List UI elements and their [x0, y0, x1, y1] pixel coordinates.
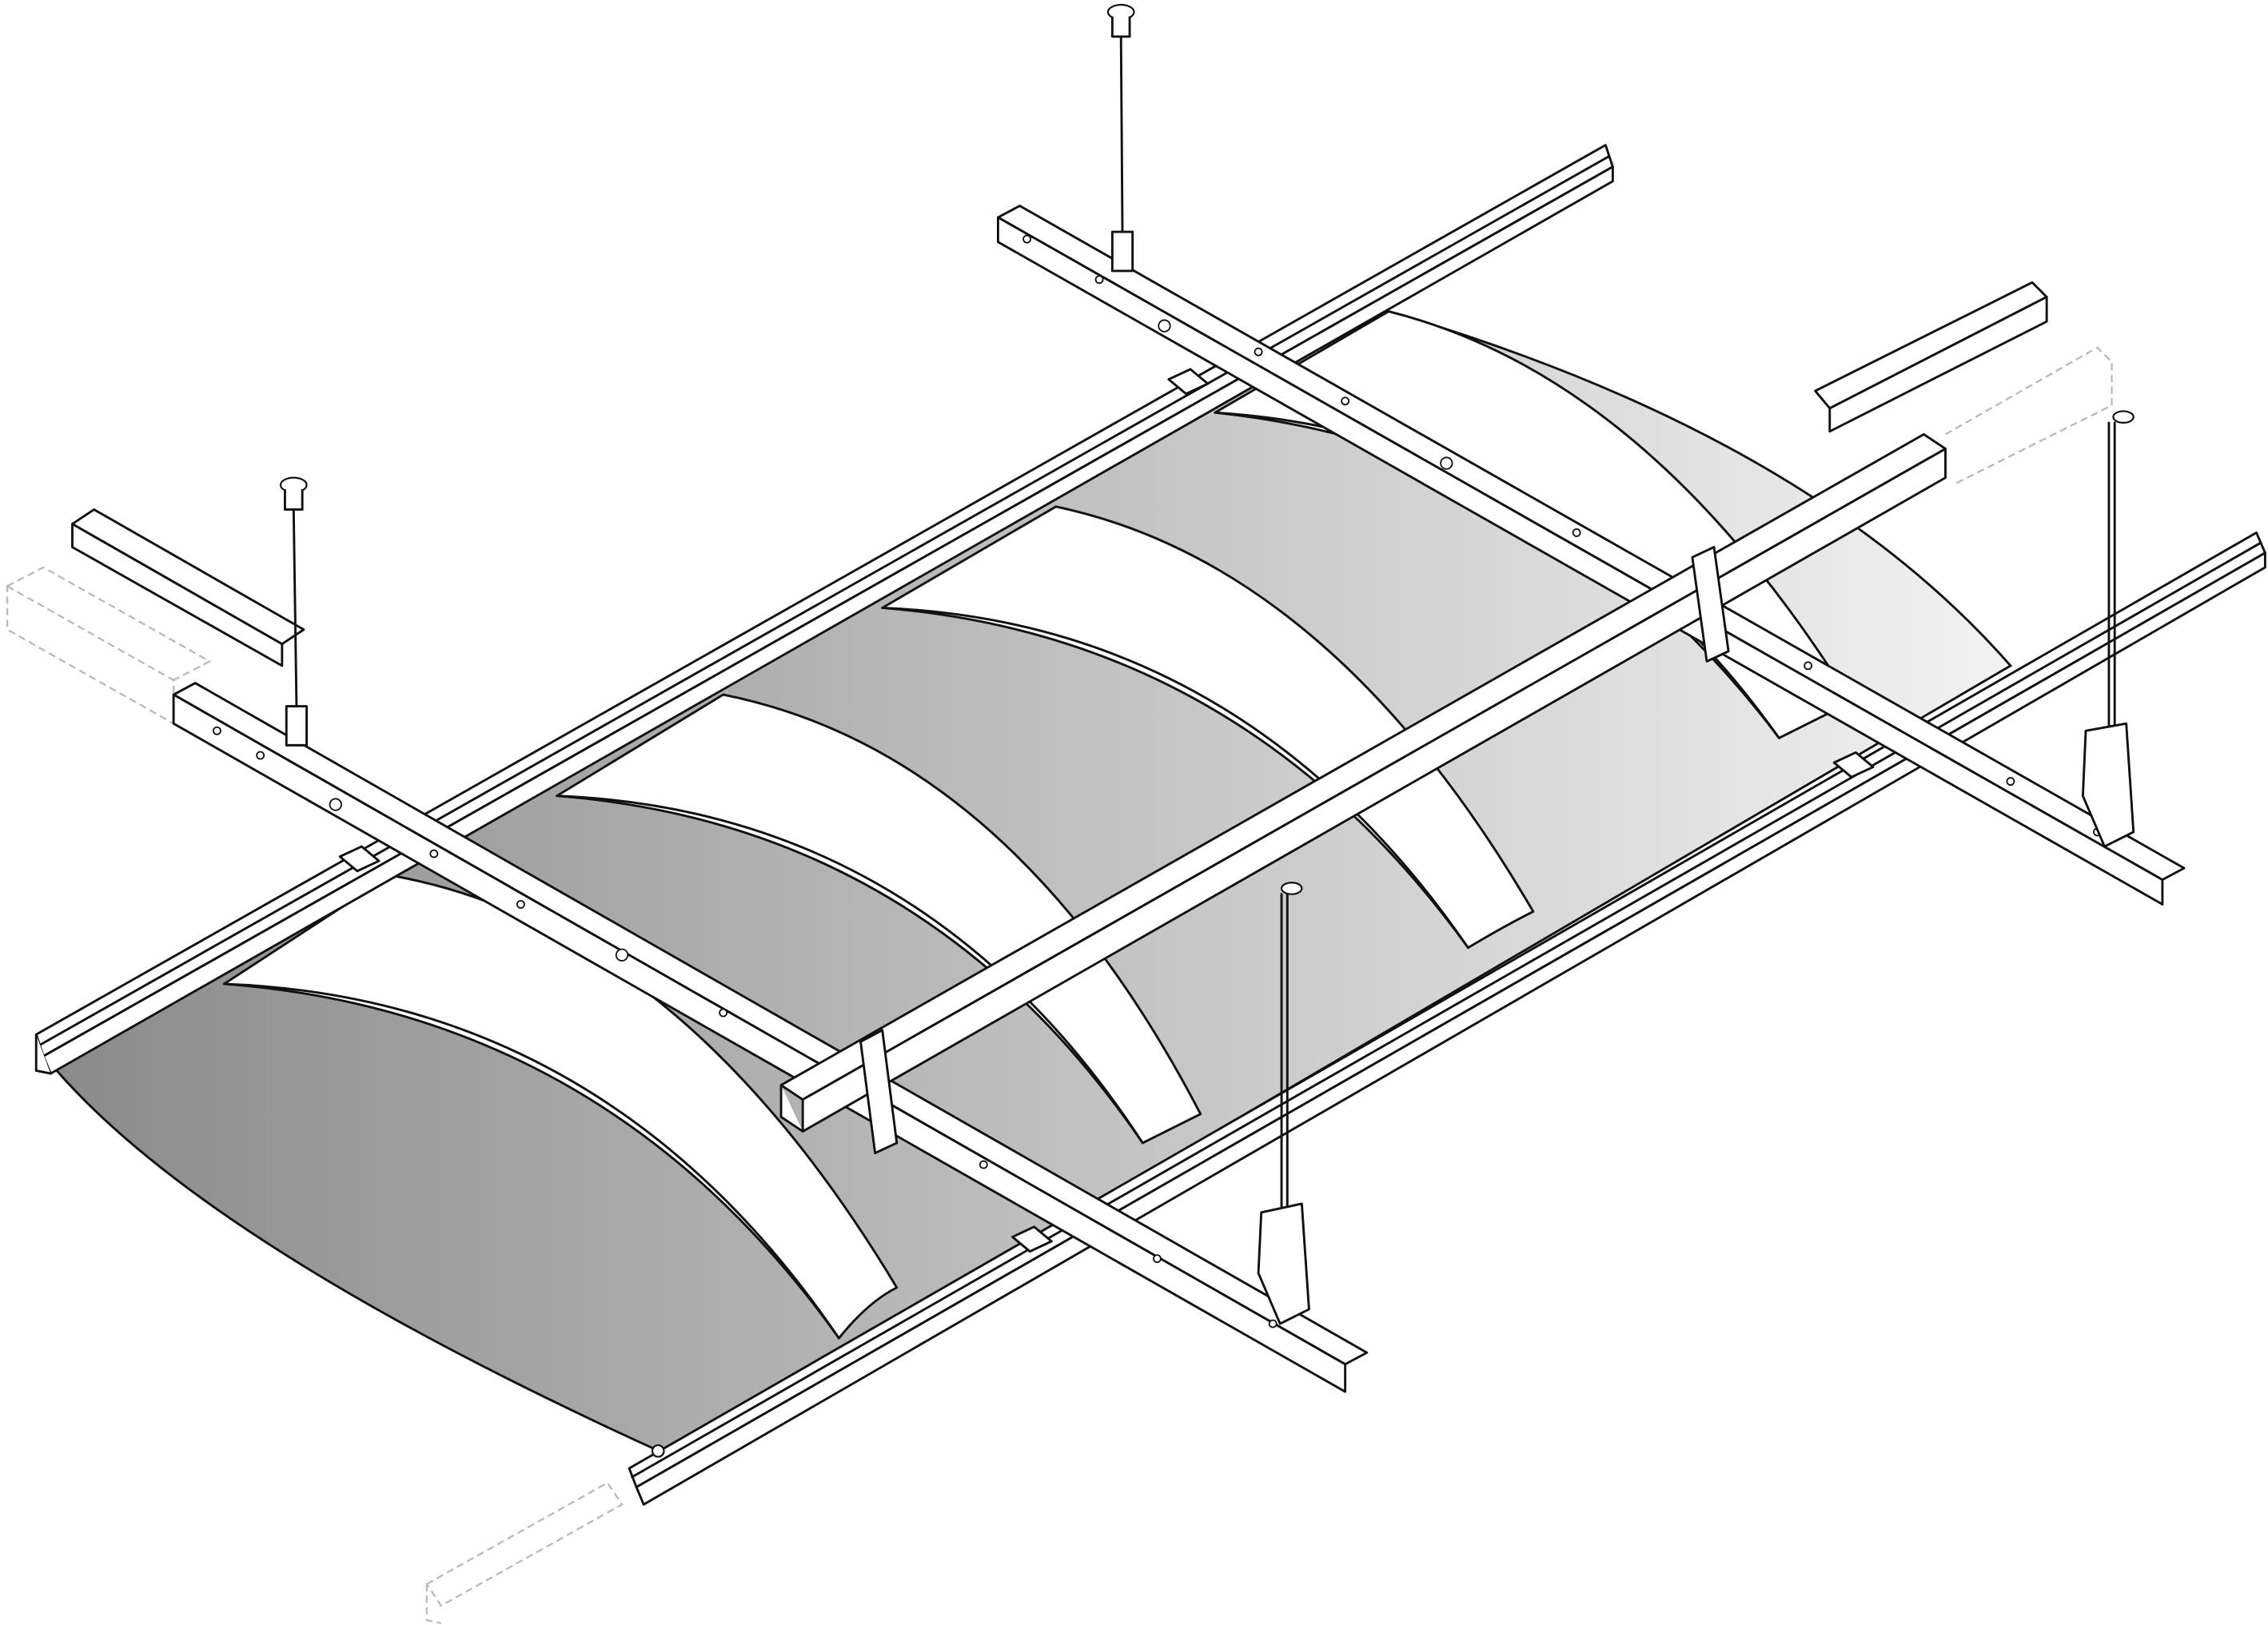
- wall-bracket-left: [71, 508, 305, 667]
- rail-end-pin: [651, 1444, 665, 1458]
- panel-strip: [881, 505, 1535, 950]
- rail-clips: [338, 368, 1875, 1253]
- ghost-connector-right: [1944, 346, 2113, 486]
- rod-hanger-front: [1257, 882, 1310, 1325]
- carrier-channel-back: [996, 205, 2186, 906]
- rod-hanger-back: [2081, 410, 2135, 848]
- ghost-connector-bottom: [425, 1481, 624, 1624]
- suspension-wire-hanger-right: [1106, 3, 1135, 273]
- cross-tee-bar: [779, 432, 1947, 1133]
- carrier-channel-front: [172, 682, 1369, 1393]
- panel-strip: [556, 693, 1202, 1145]
- wall-bracket-right: [1814, 281, 2048, 433]
- suspension-wire-hanger-left: [279, 476, 309, 747]
